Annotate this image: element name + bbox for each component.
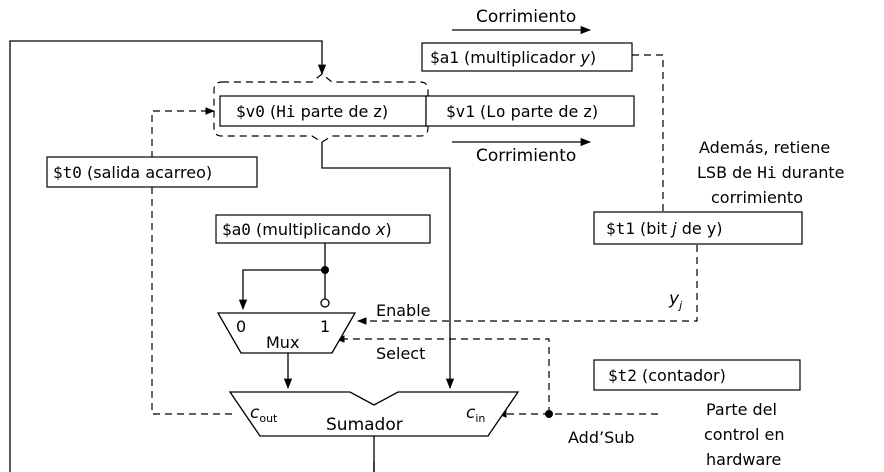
mux-input-0-label: 0	[236, 317, 246, 336]
svg-text:$v1 (Lo parte de z): $v1 (Lo parte de z)	[446, 102, 598, 121]
hw-control-line-1: Parte del	[706, 400, 777, 419]
hi-lo-group-bracket	[213, 73, 429, 143]
hi-to-adder-wire	[321, 142, 455, 390]
svg-text:$t0 (salida acarreo): $t0 (salida acarreo)	[53, 163, 212, 182]
addsub-label: Add’Sub	[568, 428, 635, 447]
svg-text:$a1 (multiplicador y): $a1 (multiplicador y)	[430, 48, 596, 67]
note-line-2: LSB de Hi durante	[697, 163, 845, 182]
register-v0: $v0 (Hi parte de z)	[219, 95, 427, 127]
register-a0: $a0 (multiplicando x)	[215, 214, 431, 244]
adder-title: Sumador	[326, 415, 403, 435]
note-line-1: Además, retiene	[699, 138, 830, 157]
hw-control-line-3: hardware	[706, 450, 781, 469]
select-dashed	[335, 335, 550, 414]
enable-label: Enable	[376, 301, 431, 320]
adder: cout cin Sumador	[228, 391, 520, 437]
mux: 0 1 Mux	[216, 312, 357, 354]
junction-dot	[321, 266, 329, 274]
addsub-junction-dot	[545, 410, 553, 418]
svg-text:$t1 (bit j de y): $t1 (bit j de y)	[606, 219, 723, 238]
shift-label-bottom: Corrimiento	[476, 146, 576, 166]
mux-input1-open-dot	[320, 298, 330, 308]
mux-input-1-label: 1	[320, 317, 330, 336]
register-t1: $t1 (bit j de y)	[593, 211, 803, 245]
shift-label-top: Corrimiento	[476, 7, 576, 27]
mux-title: Mux	[266, 333, 299, 352]
hw-control-line-2: control en	[704, 425, 785, 444]
register-t0: $t0 (salida acarreo)	[46, 156, 258, 188]
carry-loop-dashed	[151, 107, 232, 415]
register-a1: $a1 (multiplicador y)	[421, 42, 633, 72]
yj-label: yj	[668, 289, 683, 312]
multiplicand-to-mux0-wire	[238, 269, 325, 311]
adder-cout-label: cout	[250, 403, 278, 425]
svg-text:$t2 (contador): $t2 (contador)	[608, 366, 726, 385]
svg-text:$a0 (multiplicando x): $a0 (multiplicando x)	[222, 220, 392, 239]
svg-text:$v0 (Hi parte de z): $v0 (Hi parte de z)	[236, 102, 388, 121]
register-v1: $v1 (Lo parte de z)	[425, 95, 635, 127]
register-t2: $t2 (contador)	[593, 359, 801, 391]
a1-to-t1-dashed	[632, 54, 664, 212]
adder-cin-label: cin	[466, 403, 485, 425]
yj-enable-dashed	[357, 245, 698, 325]
note-line-3: corrimiento	[711, 188, 803, 207]
select-label: Select	[376, 344, 425, 363]
